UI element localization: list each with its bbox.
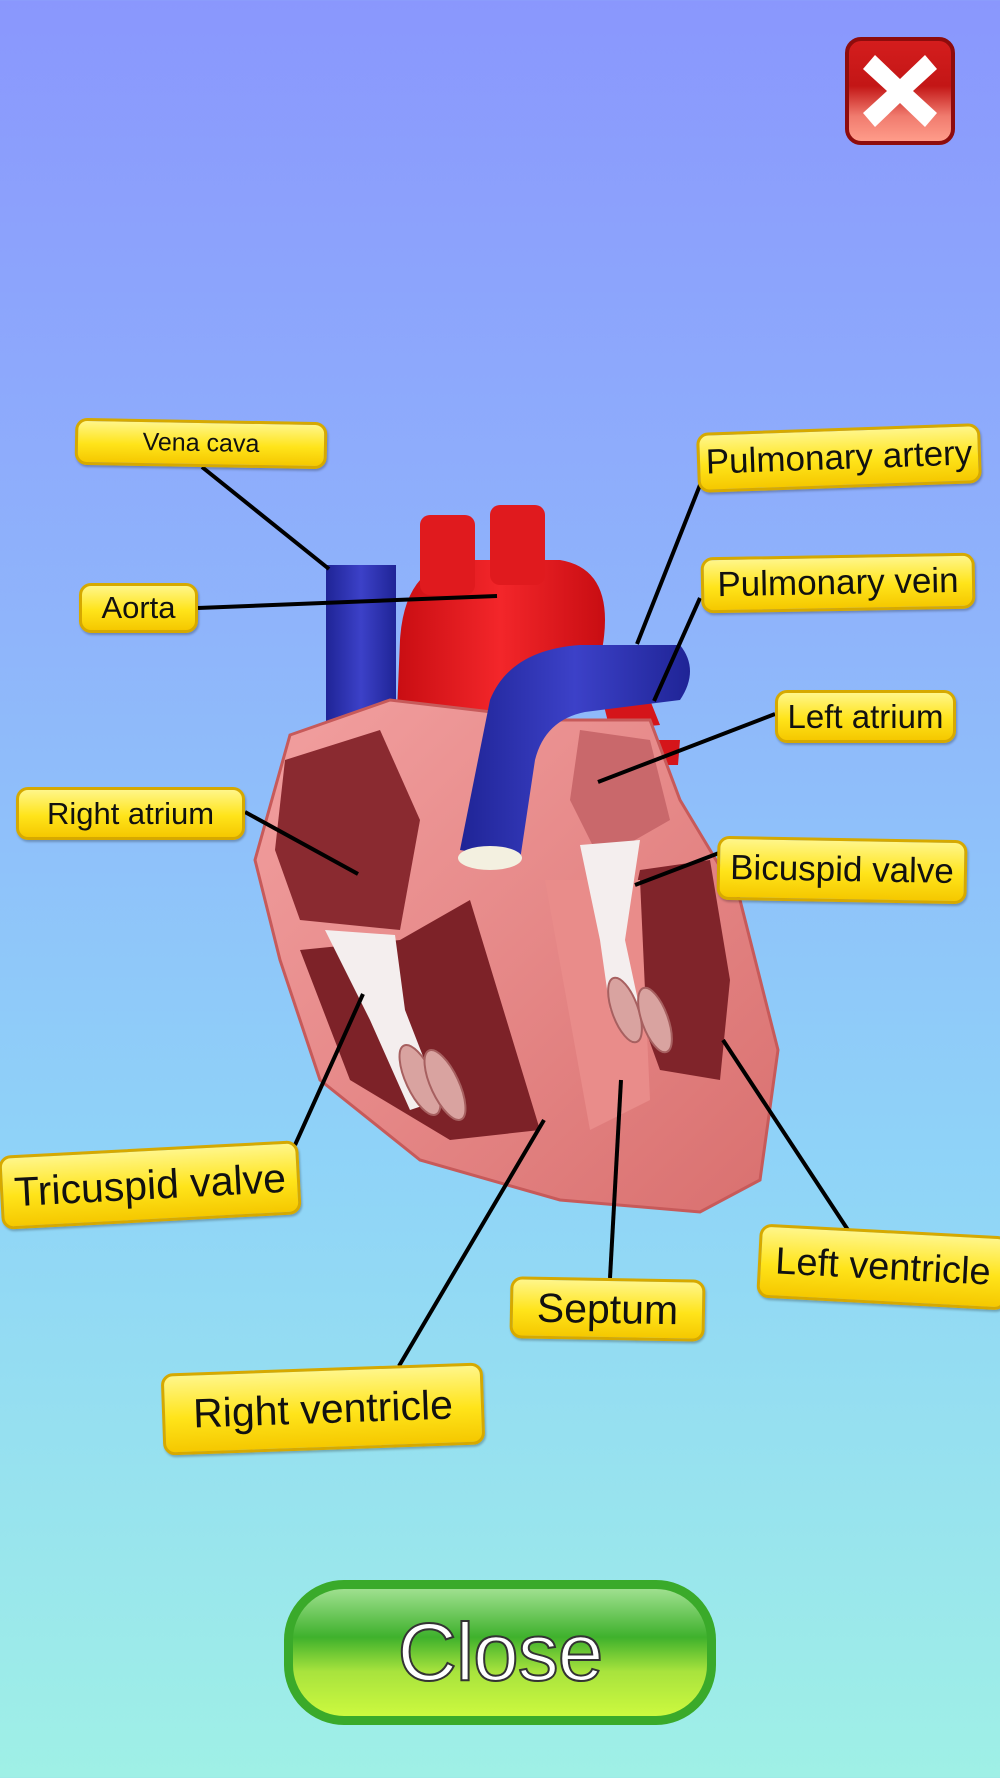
leader-lines [197,465,850,1368]
label-right-ventricle: Right ventricle [160,1362,486,1456]
label-left-ventricle: Left ventricle [756,1223,1000,1311]
label-tricuspid-valve: Tricuspid valve [0,1140,302,1230]
close-x-button[interactable] [845,37,955,145]
right-atrium-chamber [275,730,420,930]
label-pulmonary-artery: Pulmonary artery [696,423,982,493]
close-button-label: Close [397,1606,605,1699]
bicuspid-valve-shape [580,840,640,1010]
label-septum: Septum [509,1276,706,1342]
label-aorta: Aorta [79,583,198,633]
label-pulmonary-vein: Pulmonary vein [700,552,976,614]
pulmonary-artery-vessel [460,645,690,860]
label-vena-cava: Vena cava [74,417,328,470]
label-left-atrium: Left atrium [775,690,956,743]
close-button[interactable]: Close [284,1580,716,1725]
label-bicuspid-valve: Bicuspid valve [716,835,968,905]
label-right-atrium: Right atrium [16,787,245,840]
close-icon [863,55,937,127]
